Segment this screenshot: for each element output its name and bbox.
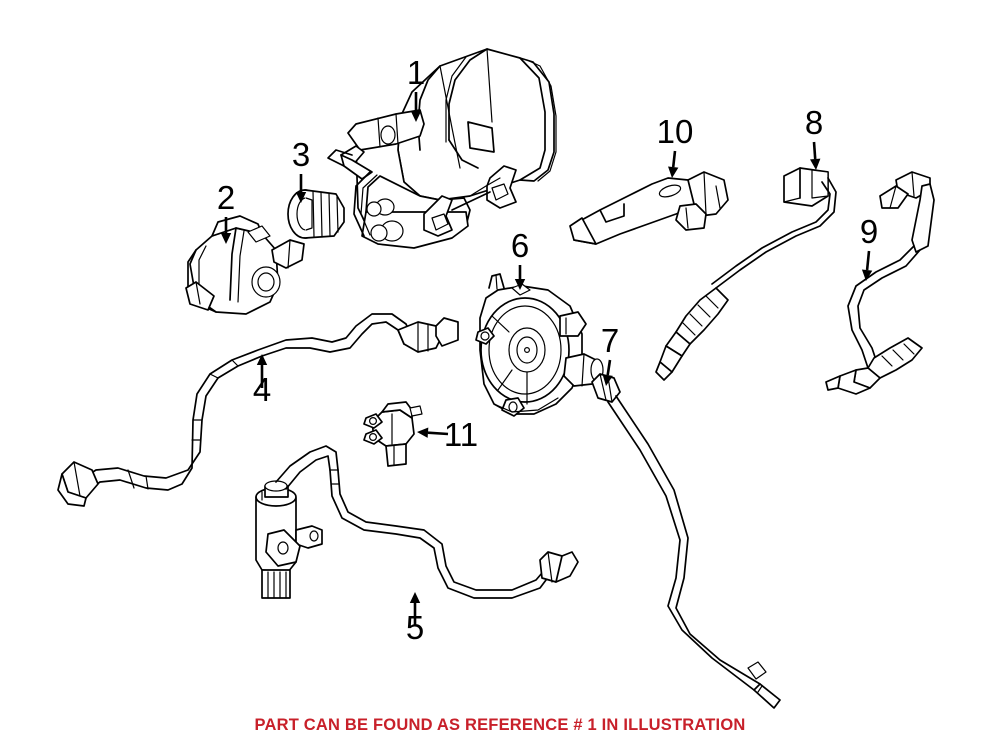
callout-8[interactable]: 8 — [805, 104, 823, 170]
callout-number-7: 7 — [601, 322, 619, 359]
part-vent-hose-lower — [255, 445, 579, 599]
diagram-caption: PART CAN BE FOUND AS REFERENCE # 1 IN IL… — [254, 716, 746, 734]
callout-arrow-head — [410, 111, 422, 122]
callout-arrow-head — [810, 158, 821, 170]
callout-layer: 1 2 3 4 5 6 7 8 9 10 11 — [217, 54, 878, 646]
callout-arrow-head — [668, 166, 679, 178]
part-oxygen-sensor-downstream — [825, 171, 935, 395]
callout-arrow-head — [220, 233, 232, 244]
callout-number-9: 9 — [860, 213, 878, 250]
callout-number-8: 8 — [805, 104, 823, 141]
callout-leader-line — [606, 359, 612, 376]
part-oxygen-sensor-upstream — [655, 167, 837, 381]
callout-1[interactable]: 1 — [407, 54, 425, 122]
callout-arrow-head — [514, 279, 526, 290]
part-vacuum-pump — [475, 273, 604, 417]
part-mounting-bracket — [569, 171, 729, 245]
callout-5[interactable]: 5 — [406, 592, 424, 646]
part-pressure-sensor — [363, 401, 423, 467]
callout-arrow-head — [295, 192, 307, 203]
callout-3[interactable]: 3 — [292, 136, 310, 203]
callout-9[interactable]: 9 — [860, 213, 878, 281]
callout-7[interactable]: 7 — [601, 322, 619, 386]
callout-number-5: 5 — [406, 609, 424, 646]
callout-number-10: 10 — [657, 113, 694, 150]
callout-10[interactable]: 10 — [657, 113, 694, 178]
callout-number-6: 6 — [511, 227, 529, 264]
callout-arrow-head — [861, 269, 873, 281]
callout-leader-line — [427, 431, 449, 436]
callout-arrow-head — [409, 592, 421, 603]
callout-number-1: 1 — [407, 54, 425, 91]
part-grommet-seal — [287, 189, 345, 239]
callout-leader-line — [865, 250, 871, 271]
callout-6[interactable]: 6 — [511, 227, 529, 290]
part-vacuum-line — [591, 373, 781, 709]
callout-number-11: 11 — [444, 416, 478, 453]
callout-leader-line — [671, 150, 677, 168]
callout-number-3: 3 — [292, 136, 310, 173]
callout-4[interactable]: 4 — [253, 354, 271, 408]
callout-2[interactable]: 2 — [217, 179, 235, 244]
part-charcoal-canister — [327, 48, 557, 249]
callout-arrow-head — [256, 354, 268, 365]
callout-arrow-head — [602, 374, 613, 386]
callout-leader-line — [812, 141, 817, 160]
callout-number-2: 2 — [217, 179, 235, 216]
callout-11[interactable]: 11 — [417, 416, 478, 453]
callout-arrow-head — [417, 427, 429, 438]
callout-number-4: 4 — [253, 371, 271, 408]
part-vent-hose-upper — [57, 313, 459, 507]
part-purge-valve — [185, 215, 305, 315]
